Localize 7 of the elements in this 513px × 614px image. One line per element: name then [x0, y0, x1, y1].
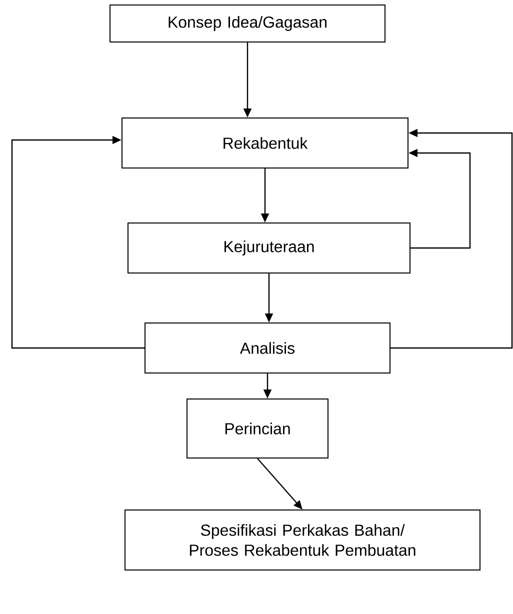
- process-box: Rekabentuk: [122, 118, 408, 168]
- process-box: Perincian: [186, 398, 328, 458]
- process-box: Konsep Idea/Gagasan: [110, 4, 386, 42]
- process-box: Spesifikasi Perkakas Bahan/ Proses Rekabentuk Pembuatan: [124, 510, 480, 570]
- process-box: Analisis: [144, 322, 390, 374]
- arrow: [11, 136, 144, 349]
- process-box: Kejuruteraan: [128, 222, 410, 274]
